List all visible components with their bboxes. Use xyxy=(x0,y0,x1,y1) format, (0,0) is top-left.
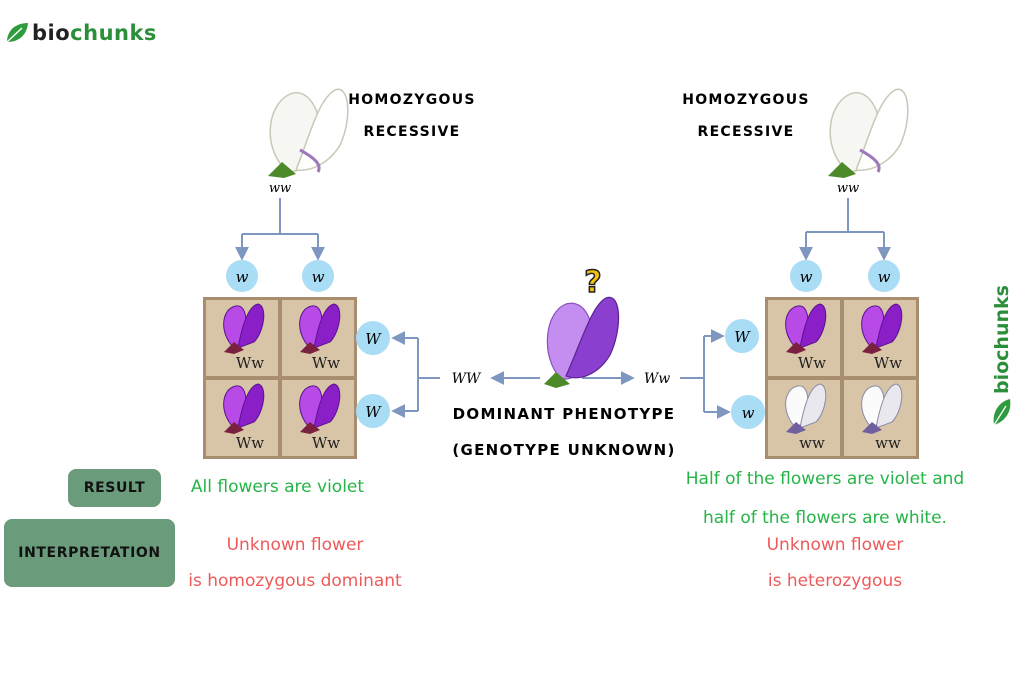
right-parent-flower xyxy=(828,88,909,178)
gamete-label: w xyxy=(800,268,813,286)
right-punnett-cell-2: Ww xyxy=(861,303,903,372)
unknown-label-line2: (GENOTYPE UNKNOWN) xyxy=(452,441,675,459)
left-parent-label-line1: HOMOZYGOUS xyxy=(348,92,476,108)
unknown-right-arrows xyxy=(582,329,731,419)
gamete-label: W xyxy=(365,330,382,348)
left-interpretation-line1: Unknown flower xyxy=(226,535,364,555)
left-parent-genotype: ww xyxy=(269,181,291,196)
cell-genotype-label: Ww xyxy=(236,434,264,452)
interpretation-badge: INTERPRETATION xyxy=(4,519,175,587)
right-interpretation-line1: Unknown flower xyxy=(766,535,904,555)
brand-logo-text: biochunks xyxy=(32,21,157,45)
right-result-line2: half of the flowers are white. xyxy=(703,508,947,528)
violet-flower-icon xyxy=(223,303,265,354)
white-flower-icon xyxy=(861,383,903,434)
question-mark-text: ? xyxy=(584,265,601,300)
right-parent-arrows xyxy=(799,198,891,261)
right-result-line1: Half of the flowers are violet and xyxy=(685,469,965,489)
right-punnett-cell-3: ww xyxy=(785,383,827,452)
result-badge-label: RESULT xyxy=(83,480,146,496)
violet-flower-icon xyxy=(299,303,341,354)
gamete-label: W xyxy=(734,328,751,346)
leaf-icon xyxy=(993,399,1011,426)
gamete-label: w xyxy=(236,268,249,286)
cell-genotype-label: Ww xyxy=(236,354,264,372)
violet-flower-icon xyxy=(299,383,341,434)
left-parent-flower xyxy=(268,88,349,178)
result-badge: RESULT xyxy=(68,469,161,507)
right-parent-genotype: ww xyxy=(837,181,859,196)
left-unknown-gamete-1: W xyxy=(356,321,390,355)
left-punnett-cell-4: Ww xyxy=(299,383,341,452)
right-parent-gamete-2: w xyxy=(868,260,900,292)
unknown-left-arrows xyxy=(391,331,540,418)
violet-flower-icon xyxy=(861,303,903,354)
cell-genotype-label: ww xyxy=(799,434,825,452)
left-parent-label-line2: RECESSIVE xyxy=(363,124,460,140)
brand-logo: biochunks xyxy=(4,16,157,50)
unknown-label-line1: DOMINANT PHENOTYPE xyxy=(453,405,676,423)
right-parent-label-line2: RECESSIVE xyxy=(697,124,794,140)
white-flower-icon xyxy=(785,383,827,434)
interpretation-badge-label: INTERPRETATION xyxy=(18,545,161,561)
unknown-left-genotype: WW xyxy=(452,371,482,387)
cell-genotype-label: ww xyxy=(875,434,901,452)
unknown-right-genotype: Ww xyxy=(644,371,670,387)
left-parent-gamete-1: w xyxy=(226,260,258,292)
cell-genotype-label: Ww xyxy=(874,354,902,372)
right-punnett-cell-1: Ww xyxy=(785,303,827,372)
left-result-text: All flowers are violet xyxy=(190,477,365,497)
gamete-label: w xyxy=(312,268,325,286)
gamete-label: w xyxy=(878,268,891,286)
left-punnett-cell-1: Ww xyxy=(223,303,265,372)
left-punnett-cell-3: Ww xyxy=(223,383,265,452)
right-parent-label-line1: HOMOZYGOUS xyxy=(682,92,810,108)
leaf-icon xyxy=(6,23,28,43)
unknown-flower xyxy=(544,296,620,388)
left-parent-arrows xyxy=(235,198,325,261)
violet-flower-icon xyxy=(785,303,827,354)
question-mark-icon: ? xyxy=(584,264,603,301)
cell-genotype-label: Ww xyxy=(312,354,340,372)
gamete-label: W xyxy=(365,403,382,421)
right-interpretation-line2: is heterozygous xyxy=(767,571,903,591)
right-unknown-gamete-2: w xyxy=(731,395,765,429)
cell-genotype-label: Ww xyxy=(798,354,826,372)
left-interpretation-line2: is homozygous dominant xyxy=(188,571,402,591)
left-punnett-cell-2: Ww xyxy=(299,303,341,372)
gamete-label: w xyxy=(742,404,755,422)
right-punnett-cell-4: ww xyxy=(861,383,903,452)
side-brand-logo: biochunks xyxy=(984,285,1020,435)
left-parent-gamete-2: w xyxy=(302,260,334,292)
left-unknown-gamete-2: W xyxy=(356,394,390,428)
right-parent-gamete-1: w xyxy=(790,260,822,292)
violet-flower-icon xyxy=(223,383,265,434)
cell-genotype-label: Ww xyxy=(312,434,340,452)
right-unknown-gamete-1: W xyxy=(725,319,759,353)
